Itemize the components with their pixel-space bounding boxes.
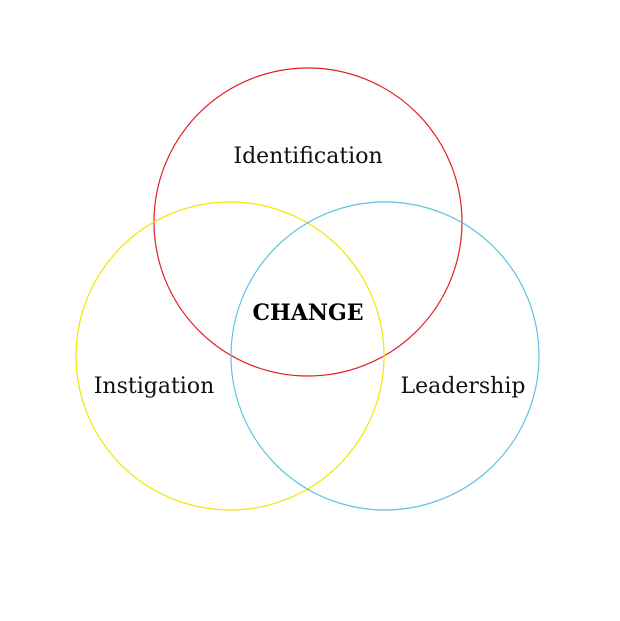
instigation-label: Instigation	[94, 374, 215, 399]
leadership-circle	[230, 201, 540, 511]
instigation-circle	[75, 201, 385, 511]
center-label: CHANGE	[252, 300, 363, 326]
identification-label: Identification	[233, 144, 382, 169]
leadership-label: Leadership	[401, 374, 526, 399]
